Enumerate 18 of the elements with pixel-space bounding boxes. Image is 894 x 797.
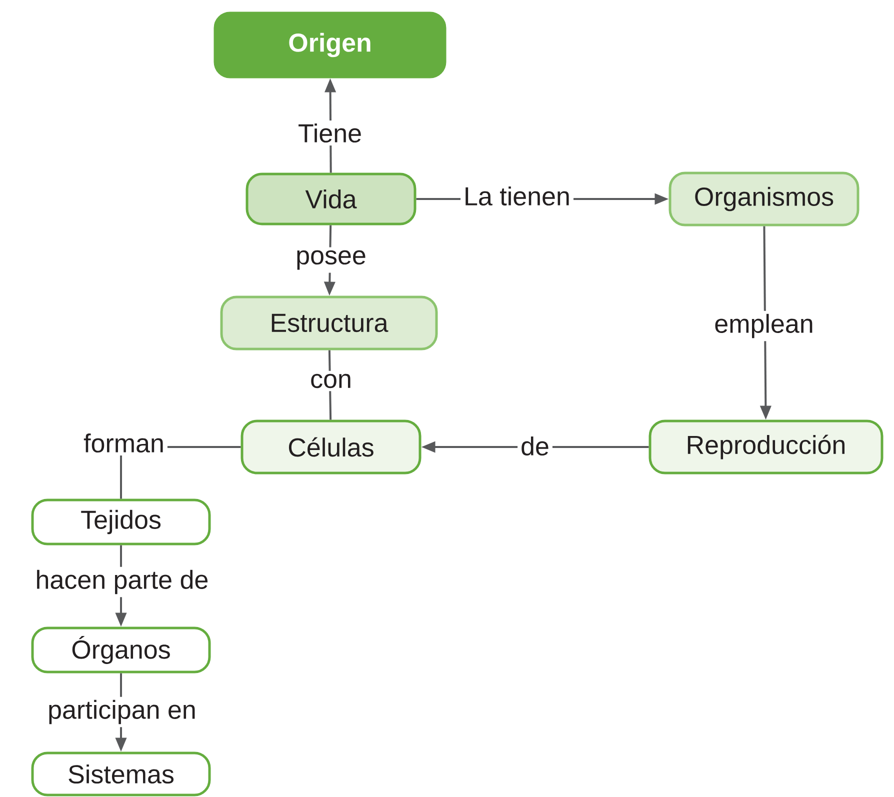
concept-box: Tejidos [31, 498, 211, 546]
concept-box: Reproducción [648, 420, 884, 474]
edge-label: hacen parte de [32, 566, 212, 598]
edge-label: La tienen [460, 183, 574, 209]
edge-label: de [518, 433, 552, 459]
concept-box: Células [240, 420, 422, 474]
edge-label: Tiene [294, 120, 366, 146]
concept-box: Organismos [668, 172, 860, 226]
concept-box: Vida [246, 172, 416, 226]
edge-label: forman [80, 430, 168, 456]
edge-label: posee [292, 247, 370, 273]
concept-box: Estructura [220, 296, 438, 350]
concept-box: Sistemas [31, 752, 211, 796]
edge-label: participan en [44, 696, 200, 728]
concept-box: Origen [214, 12, 446, 78]
edge-label: con [307, 370, 355, 392]
edge-label: emplean [711, 310, 817, 342]
concept-box: Órganos [31, 626, 211, 674]
